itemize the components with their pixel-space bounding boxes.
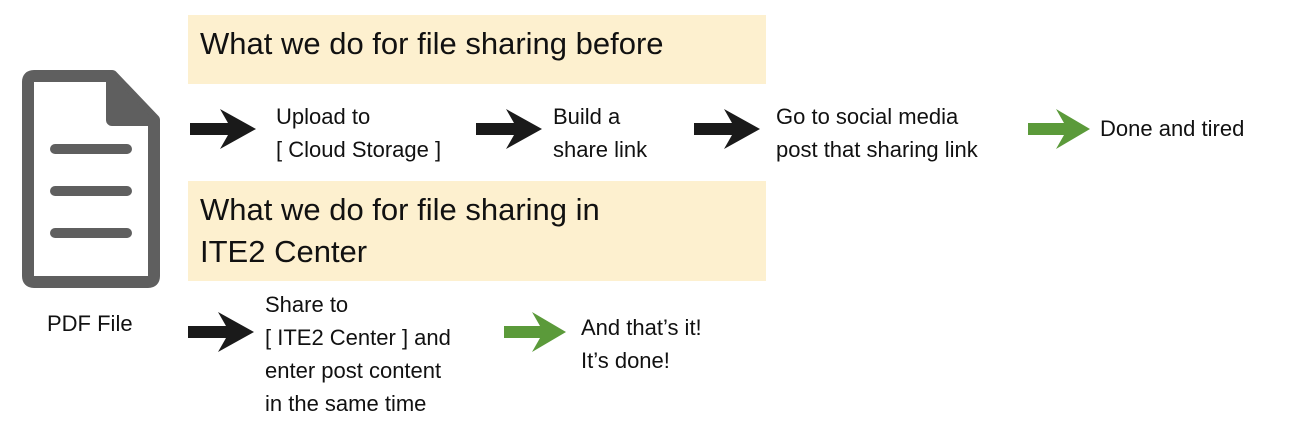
before-step-done: Done and tired (1100, 116, 1245, 141)
ite2-step-done: And that’s it! It’s done! (581, 315, 702, 373)
arrow-right-icon (190, 109, 256, 149)
arrow-right-icon (476, 109, 542, 149)
before-banner: What we do for file sharing before (188, 15, 766, 84)
before-title: What we do for file sharing before (200, 26, 664, 61)
before-step-build-link: Build a share link (553, 104, 648, 162)
document-icon (22, 70, 160, 288)
document-label: PDF File (47, 311, 133, 336)
ite2-step-share: Share to [ ITE2 Center ] and enter post … (265, 292, 451, 416)
ite2-title-line-2: ITE2 Center (200, 234, 368, 269)
arrow-right-icon (694, 109, 760, 149)
ite2-title-line-1: What we do for file sharing in (200, 192, 600, 227)
arrow-right-green-icon (504, 312, 566, 352)
ite2-banner: What we do for file sharing in ITE2 Cent… (188, 181, 766, 281)
arrow-right-green-icon (1028, 109, 1090, 149)
before-step-upload: Upload to [ Cloud Storage ] (276, 104, 442, 162)
before-step-social-media: Go to social media post that sharing lin… (776, 104, 978, 162)
arrow-right-icon (188, 312, 254, 352)
